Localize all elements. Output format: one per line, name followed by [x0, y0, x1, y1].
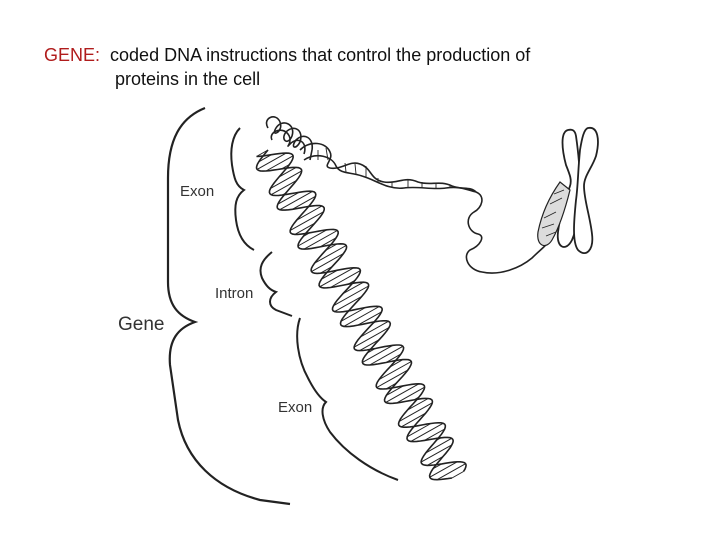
base-pair-rung [362, 344, 394, 363]
exon-top-brace [230, 127, 255, 251]
definition-line-1: coded DNA instructions that control the … [110, 45, 531, 65]
base-pair-rung [436, 437, 442, 441]
base-pair-rung [425, 437, 452, 454]
base-pair-rung [278, 166, 297, 178]
base-pair-rung [258, 154, 272, 163]
definition-line-2: proteins in the cell [115, 69, 261, 89]
base-pair-rung [314, 245, 347, 264]
base-pair-rung [297, 229, 328, 247]
base-pair-rung [413, 396, 420, 401]
base-pair-rung [320, 266, 333, 274]
base-pair-rung [325, 243, 338, 251]
base-pair-rung [396, 386, 425, 404]
base-pair-rung [385, 383, 420, 403]
intron-brace [259, 251, 293, 317]
base-pair-rung [289, 211, 324, 231]
dna-strand-b [256, 152, 467, 472]
base-pair-rung [311, 253, 344, 273]
base-pair-rung [303, 232, 310, 237]
base-pair-rung [296, 205, 323, 221]
gene-label: Gene [118, 314, 164, 335]
exon-top-label: Exon [180, 183, 214, 200]
coiled-dna [265, 116, 551, 274]
base-pair-rung [270, 170, 302, 189]
base-pair-rung [343, 306, 380, 327]
base-pair-rung [451, 471, 464, 479]
base-pair-rung [359, 339, 380, 352]
base-pair-rung [360, 320, 389, 338]
base-pair-rung [340, 307, 366, 322]
base-pair-rung [270, 179, 297, 196]
base-pair-rung [333, 285, 369, 307]
base-pair-rung [353, 327, 390, 348]
base-pair-rung [400, 412, 426, 428]
base-pair-rung [432, 463, 442, 470]
base-pair-rung [347, 279, 356, 285]
base-pair-rungs [256, 149, 466, 481]
base-pair-rung [420, 444, 453, 463]
base-pair-rung [372, 321, 377, 324]
intron-label: Intron [215, 285, 253, 302]
base-pair-rung [429, 461, 458, 478]
dna-strand-a [255, 149, 455, 481]
base-pair-rung [436, 463, 466, 481]
base-pair-rung [282, 192, 286, 196]
definition-heading: GENE: coded DNA instructions that contro… [44, 43, 684, 91]
base-pair-rung [292, 195, 316, 210]
base-pair-rung [303, 230, 338, 250]
base-pair-rung [376, 369, 409, 388]
base-pair-rung [265, 155, 294, 172]
base-pair-rung [321, 269, 338, 280]
base-pair-rung [424, 428, 445, 441]
base-pair-rung [386, 382, 397, 390]
base-pair-rung [256, 149, 269, 157]
base-pair-rung [334, 295, 363, 313]
base-pair-rung [357, 311, 382, 326]
base-pair-rung [406, 423, 432, 438]
exon-bottom-brace [296, 317, 399, 481]
base-pair-rung [426, 455, 444, 466]
base-pair-rung [319, 267, 354, 288]
gene-brace [166, 106, 291, 506]
base-pair-rung [366, 348, 376, 354]
chromosome [537, 127, 599, 255]
base-pair-rung [279, 190, 313, 211]
base-pair-rung [410, 422, 444, 442]
dna-double-helix [255, 149, 467, 481]
base-pair-rung [281, 164, 290, 170]
exon-bottom-label: Exon [278, 399, 312, 416]
base-pair-rung [307, 205, 310, 208]
base-pair-rung [398, 402, 433, 422]
term-label: GENE: [44, 45, 101, 65]
base-pair-rung [386, 385, 404, 396]
base-pair-rung [389, 359, 404, 368]
base-pair-rung [378, 361, 412, 381]
base-pair-rung [256, 152, 287, 170]
base-pair-rung [369, 345, 404, 366]
base-pair-rung [277, 191, 300, 205]
base-pair-rung [319, 237, 337, 248]
base-pair-rung [347, 309, 350, 312]
base-pair-rung [330, 270, 361, 288]
base-pair-rung [385, 353, 402, 363]
base-pair-rung [342, 281, 364, 295]
base-pair-rung [407, 398, 429, 411]
base-pair-rung [294, 222, 316, 235]
